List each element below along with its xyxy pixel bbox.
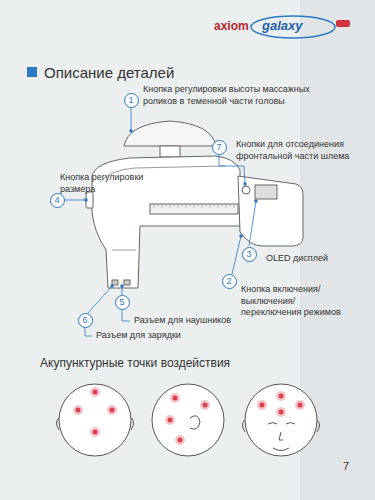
section-subtitle: Акупунктурные точки воздействия xyxy=(40,356,230,372)
part-label: Кнопка регулировки размера xyxy=(60,172,155,195)
part-label: Разъем для наушников xyxy=(134,315,231,327)
callout-number: 4 xyxy=(54,196,59,205)
callout-circle: 6 xyxy=(78,313,93,328)
leader-dots xyxy=(84,129,258,288)
part-label: Разъем для зарядки xyxy=(96,330,181,342)
acupuncture-points xyxy=(73,387,305,445)
callout-number: 1 xyxy=(128,96,133,105)
callout-circle: 2 xyxy=(222,274,237,289)
logo-word: axiom xyxy=(214,19,249,35)
part-label: Кнопки для отсоединения фронтальной част… xyxy=(236,139,356,162)
callout-circle: 1 xyxy=(124,93,139,108)
head-drawings xyxy=(57,384,320,456)
part-label: Кнопка включения/ выключения/ переключен… xyxy=(241,284,353,319)
part-label: Кнопка регулировки высоты массажных роли… xyxy=(143,84,328,107)
callout-circle: 3 xyxy=(242,247,257,262)
callout-number: 2 xyxy=(226,277,231,286)
logo-ring xyxy=(251,16,335,38)
callout-number: 6 xyxy=(82,316,87,325)
page-number: 7 xyxy=(343,459,349,473)
callout-number: 3 xyxy=(246,250,251,259)
part-label: OLED дисплей xyxy=(266,253,328,265)
callout-number: 5 xyxy=(119,298,124,307)
logo-badge xyxy=(336,20,350,27)
callout-circle: 5 xyxy=(115,295,130,310)
leader-lines xyxy=(65,108,256,336)
section-marker xyxy=(27,67,37,77)
callout-circle: 4 xyxy=(50,193,65,208)
logo-word: galaxy xyxy=(262,18,302,35)
section-title: Описание деталей xyxy=(44,63,174,83)
callout-number: 7 xyxy=(216,143,221,152)
callout-circle: 7 xyxy=(212,140,227,155)
